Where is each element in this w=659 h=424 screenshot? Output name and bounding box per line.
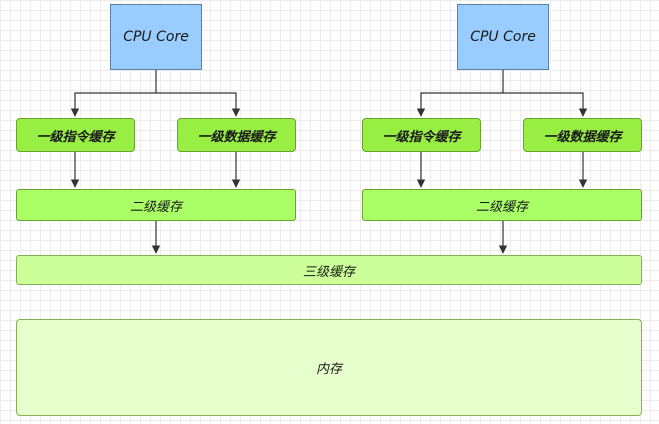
l3-cache: 三级缓存 [16, 255, 642, 285]
core-left-connector [70, 70, 157, 117]
cpu-core-left-label: CPU Core [123, 29, 189, 45]
l2-cache-left-label: 二级缓存 [129, 199, 182, 215]
main-memory: 内存 [16, 319, 642, 416]
cpu-core-right-label: CPU Core [470, 29, 536, 45]
l1-instruction-cache-left: 一级指令缓存 [16, 118, 135, 152]
main-memory-label: 内存 [315, 362, 342, 377]
core-right-connector [416, 70, 504, 117]
l3-cache-label: 三级缓存 [302, 264, 355, 280]
core-left-connector-data [156, 92, 241, 117]
cpu-core-right: CPU Core [457, 4, 549, 70]
l1-instruction-cache-left-label: 一级指令缓存 [36, 129, 115, 145]
l1-instruction-cache-right-label: 一级指令缓存 [382, 129, 461, 145]
l1-data-cache-right-label: 一级数据缓存 [543, 129, 622, 145]
l1-data-cache-left-label: 一级数据缓存 [197, 129, 276, 145]
l2-cache-left: 二级缓存 [16, 189, 296, 221]
l2-cache-right: 二级缓存 [362, 189, 642, 221]
cpu-core-left: CPU Core [110, 4, 202, 70]
l1-instruction-cache-right: 一级指令缓存 [362, 118, 481, 152]
l1-data-cache-right: 一级数据缓存 [523, 118, 642, 152]
l2-cache-right-label: 二级缓存 [475, 199, 528, 215]
l1-data-cache-left: 一级数据缓存 [177, 118, 296, 152]
core-right-connector-data [503, 92, 588, 117]
